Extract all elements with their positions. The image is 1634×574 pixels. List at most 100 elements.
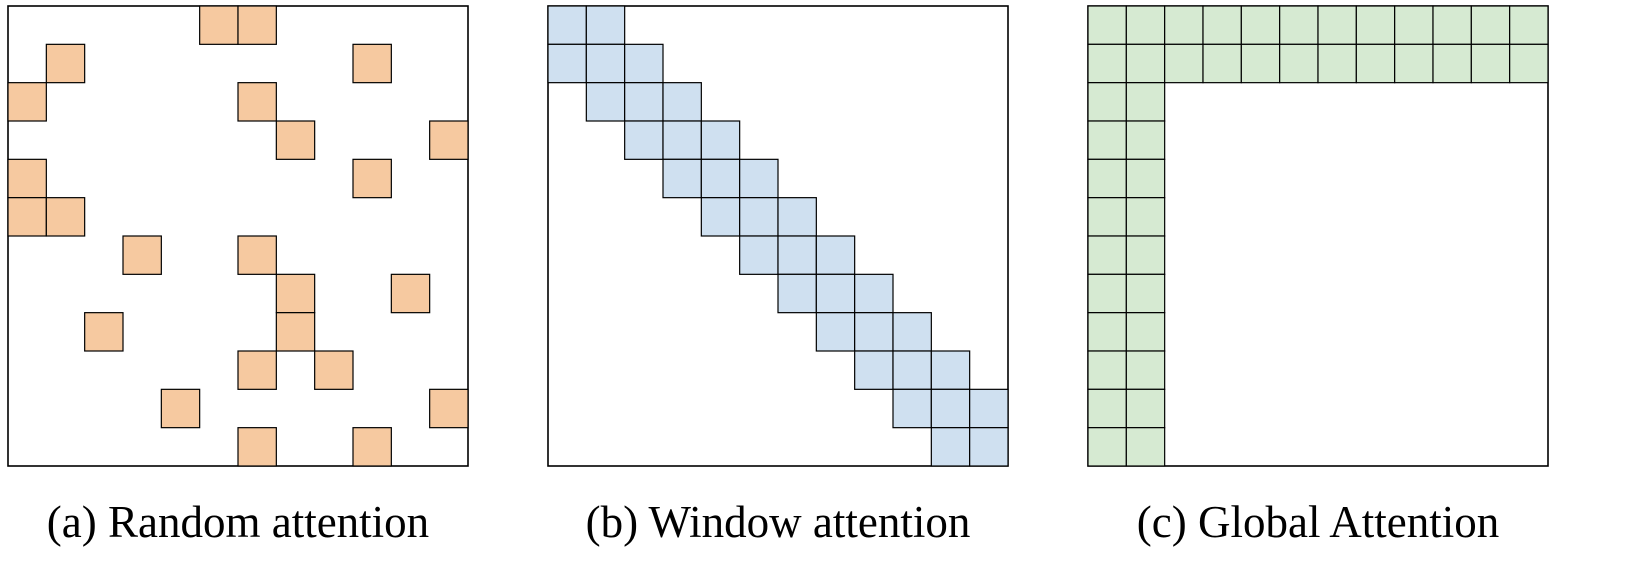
random-attention-cell — [237, 427, 277, 467]
window-attention-cell — [930, 350, 971, 390]
random-attention-cell — [7, 158, 47, 199]
random-attention-cell — [352, 427, 392, 467]
global-attention-cell — [1432, 43, 1472, 84]
window-attention-cell — [815, 235, 856, 275]
window-attention-cell — [547, 43, 587, 84]
window-attention-cell — [777, 273, 817, 314]
random-attention-cell — [429, 120, 469, 160]
random-attention-cell — [275, 273, 316, 314]
random-attention-cell — [237, 82, 277, 122]
window-attention-cell — [892, 388, 932, 429]
window-attention-cell — [585, 82, 626, 122]
random-attention-cell — [352, 43, 392, 84]
global-attention-cell — [1125, 312, 1166, 352]
global-attention-cell — [1125, 43, 1166, 84]
global-attention-cell — [1240, 5, 1281, 45]
global-attention-cell — [1125, 120, 1166, 160]
random-attention-cell — [45, 43, 86, 84]
global-attention-cell — [1125, 388, 1166, 429]
global-attention-cell — [1164, 43, 1204, 84]
window-attention-cell — [854, 312, 894, 352]
window-attention-cell — [624, 82, 664, 122]
window-attention-cell — [930, 388, 971, 429]
global-attention-cell — [1394, 43, 1434, 84]
global-attention-cell — [1394, 5, 1434, 45]
random-attention-cell — [275, 312, 316, 352]
global-attention-cell — [1125, 158, 1166, 199]
window-attention-cell — [969, 427, 1009, 467]
random-attention-cell — [160, 388, 201, 429]
window-attention-cell — [815, 273, 856, 314]
global-attention-cell — [1087, 273, 1127, 314]
caption-global-attention: (c) Global Attention — [1136, 497, 1500, 547]
window-attention-cell — [892, 312, 932, 352]
window-attention-cell — [585, 43, 626, 84]
global-attention-cell — [1279, 43, 1319, 84]
caption-random-attention: (a) Random attention — [46, 497, 430, 547]
random-attention-cell — [390, 273, 431, 314]
window-attention-cell — [969, 388, 1009, 429]
window-attention-cell — [777, 235, 817, 275]
global-attention-cell — [1087, 43, 1127, 84]
global-attention-cell — [1087, 5, 1127, 45]
global-attention-cell — [1087, 158, 1127, 199]
global-attention-cell — [1317, 43, 1357, 84]
random-attention-cell — [199, 5, 239, 45]
random-attention-cell — [237, 235, 277, 275]
global-attention-cell — [1087, 312, 1127, 352]
window-attention-cell — [700, 120, 741, 160]
random-attention-cell — [45, 197, 86, 237]
random-attention-cell — [7, 82, 47, 122]
random-attention-cell — [84, 312, 124, 352]
global-attention-cell — [1125, 427, 1166, 467]
window-attention-cell — [547, 5, 587, 45]
random-attention-cell — [314, 350, 354, 390]
global-attention-cell — [1087, 235, 1127, 275]
global-attention-cell — [1432, 5, 1472, 45]
window-attention-cell — [739, 235, 779, 275]
caption-window-attention: (b) Window attention — [585, 497, 971, 547]
random-attention-cell — [122, 235, 162, 275]
global-attention-cell — [1087, 350, 1127, 390]
global-attention-cell — [1355, 5, 1396, 45]
global-attention-cell — [1125, 82, 1166, 122]
global-attention-cell — [1470, 43, 1511, 84]
global-attention-cell — [1317, 5, 1357, 45]
global-attention-cell — [1202, 5, 1242, 45]
window-attention-cell — [854, 273, 894, 314]
global-attention-cell — [1125, 350, 1166, 390]
window-attention-cell — [892, 350, 932, 390]
window-attention-cell — [739, 197, 779, 237]
global-attention-cell — [1125, 197, 1166, 237]
global-attention-matrix — [1087, 5, 1549, 467]
random-attention-cell — [237, 5, 277, 45]
random-attention-cell — [352, 158, 392, 199]
window-attention-cell — [662, 120, 702, 160]
window-attention-cell — [777, 197, 817, 237]
global-attention-cell — [1125, 5, 1166, 45]
global-attention-cell — [1470, 5, 1511, 45]
window-attention-cell — [585, 5, 626, 45]
random-attention-cell — [275, 120, 316, 160]
window-attention-cell — [815, 312, 856, 352]
window-attention-cell — [700, 197, 741, 237]
window-attention-cell — [854, 350, 894, 390]
global-attention-cell — [1125, 273, 1166, 314]
global-attention-cell — [1240, 43, 1281, 84]
global-attention-cell — [1087, 427, 1127, 467]
window-attention-cell — [700, 158, 741, 199]
window-attention-cell — [930, 427, 971, 467]
global-attention-cell — [1509, 43, 1549, 84]
window-attention-matrix — [547, 5, 1009, 467]
window-attention-cell — [662, 158, 702, 199]
global-attention-cell — [1164, 5, 1204, 45]
random-attention-cell — [7, 197, 47, 237]
window-attention-cell — [739, 158, 779, 199]
random-attention-cell — [237, 350, 277, 390]
window-attention-cell — [624, 43, 664, 84]
global-attention-cell — [1087, 388, 1127, 429]
global-attention-cell — [1509, 5, 1549, 45]
global-attention-cell — [1125, 235, 1166, 275]
random-attention-cell — [429, 388, 469, 429]
